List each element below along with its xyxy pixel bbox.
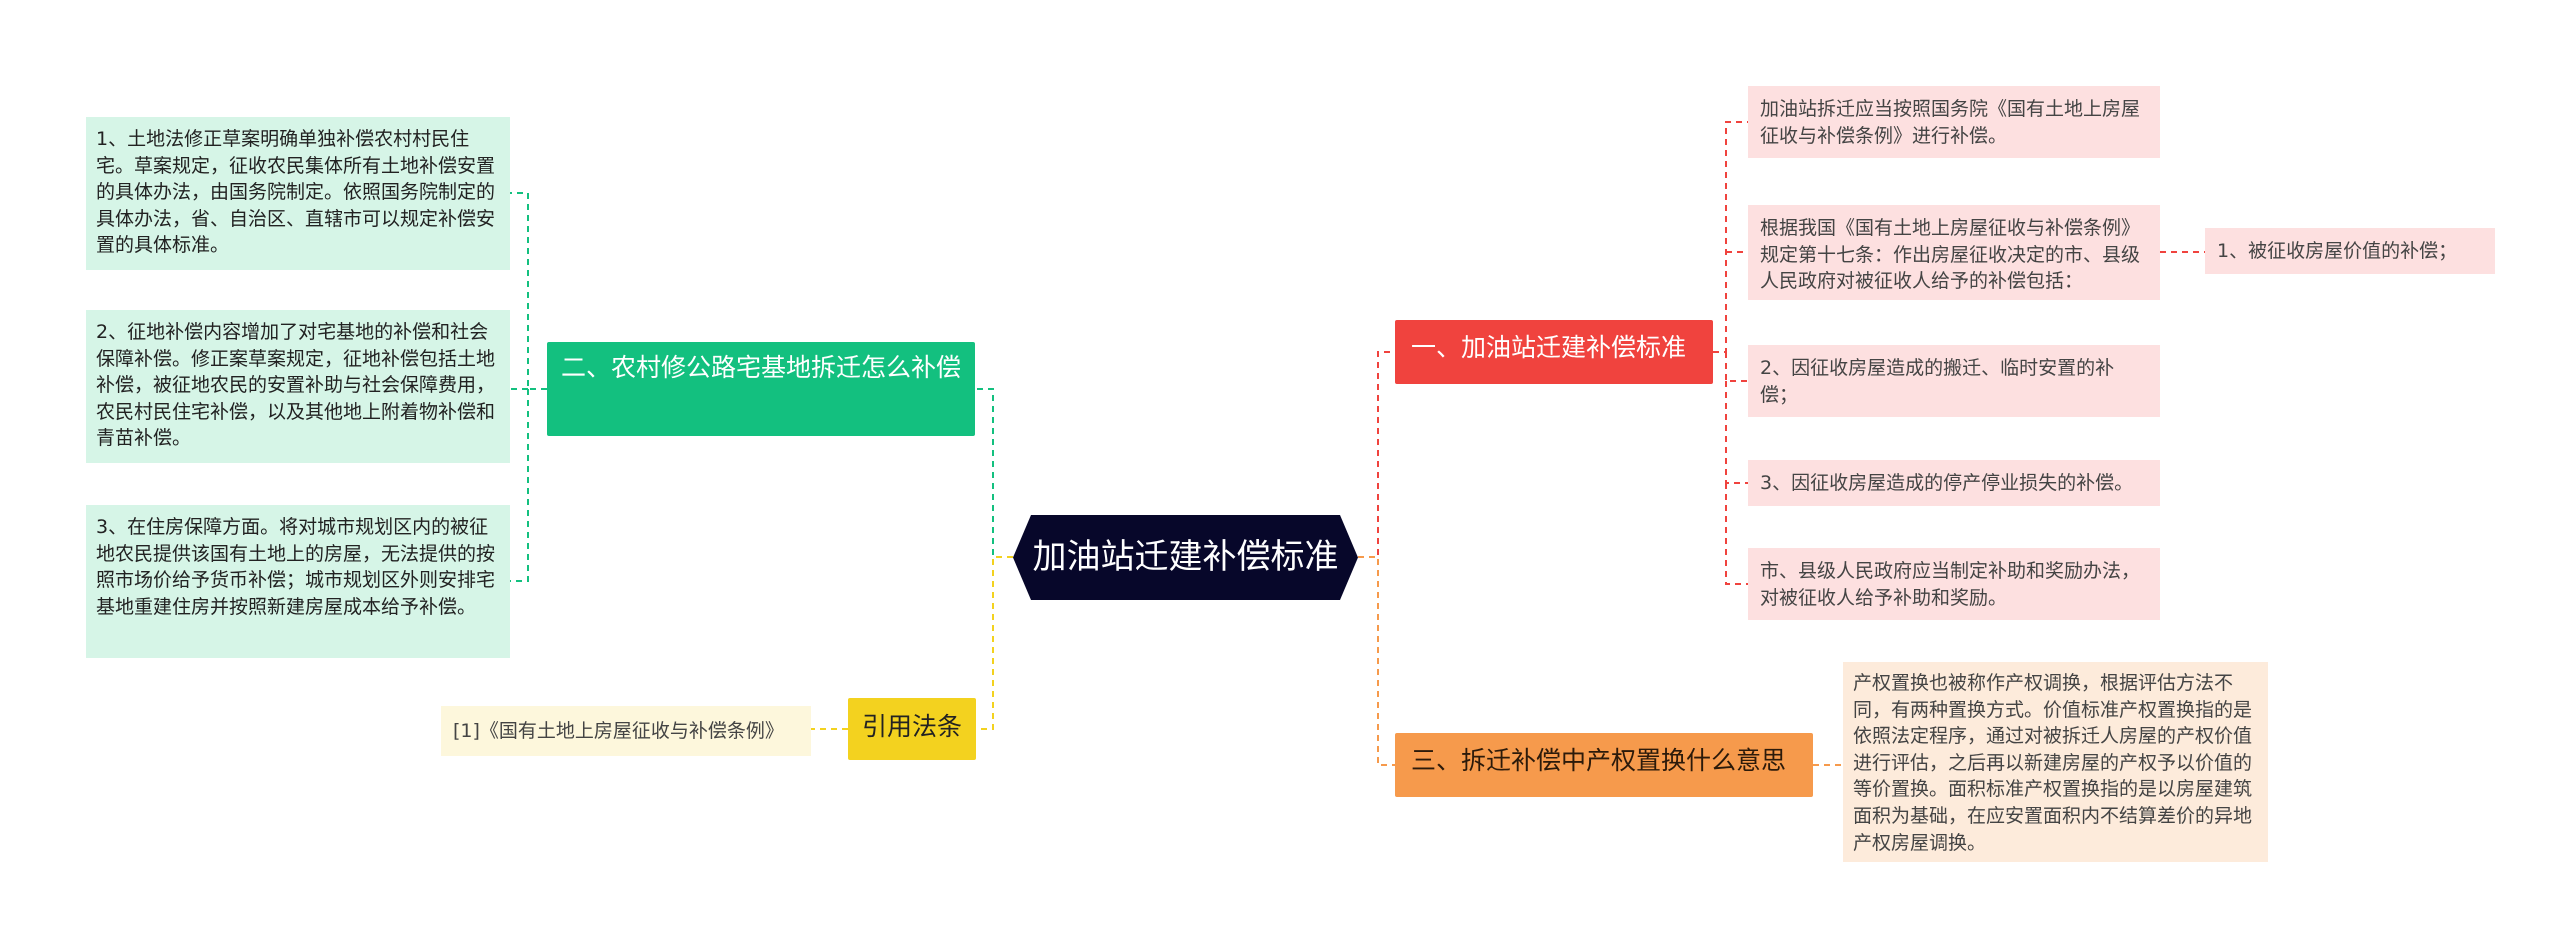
leaf-node-b1-3[interactable]: 2、因征收房屋造成的搬迁、临时安置的补偿； [1748,345,2160,417]
leaf-node-b2-3[interactable]: 3、在住房保障方面。将对城市规划区内的被征地农民提供该国有土地上的房屋，无法提供… [86,505,510,658]
leaf-node-b1-2-1[interactable]: 1、被征收房屋价值的补偿； [2205,228,2495,274]
branch-label: 引用法条 [862,712,963,741]
branch-label: 一、加油站迁建补偿标准 [1411,333,1687,362]
leaf-text: 产权置换也被称作产权调换，根据评估方法不同，有两种置换方式。价值标准产权置换指的… [1853,672,2253,854]
branch-node-citations[interactable]: 引用法条 [848,698,976,760]
link-b1-4 [1725,381,1748,484]
root-label: 加油站迁建补偿标准 [1032,536,1339,577]
link-root-b2 [975,388,1013,558]
leaf-text: 2、因征收房屋造成的搬迁、临时安置的补偿； [1760,357,2115,406]
root-node[interactable]: 加油站迁建补偿标准 [1013,515,1358,600]
link-b2-1 [510,192,547,390]
branch-node-property-exchange[interactable]: 三、拆迁补偿中产权置换什么意思 [1395,733,1813,797]
leaf-node-b1-2[interactable]: 根据我国《国有土地上房屋征收与补偿条例》规定第十七条：作出房屋征收决定的市、县级… [1748,205,2160,300]
leaf-node-b4-1[interactable]: [1]《国有土地上房屋征收与补偿条例》 [441,706,811,756]
leaf-text: 1、土地法修正草案明确单独补偿农村村民住宅。草案规定，征收农民集体所有土地补偿安… [96,128,496,257]
link-b1-5 [1725,483,1748,585]
branch-label: 三、拆迁补偿中产权置换什么意思 [1411,746,1787,775]
leaf-text: [1]《国有土地上房屋征收与补偿条例》 [453,720,784,742]
leaf-text: 加油站拆迁应当按照国务院《国有土地上房屋征收与补偿条例》进行补偿。 [1760,98,2141,147]
leaf-node-b1-4[interactable]: 3、因征收房屋造成的停产停业损失的补偿。 [1748,460,2160,506]
leaf-node-b2-2[interactable]: 2、征地补偿内容增加了对宅基地的补偿和社会保障补偿。修正案草案规定，征地补偿包括… [86,310,510,463]
leaf-node-b1-5[interactable]: 市、县级人民政府应当制定补助和奖励办法，对被征收人给予补助和奖励。 [1748,548,2160,620]
leaf-text: 3、在住房保障方面。将对城市规划区内的被征地农民提供该国有土地上的房屋，无法提供… [96,516,496,618]
leaf-node-b1-1[interactable]: 加油站拆迁应当按照国务院《国有土地上房屋征收与补偿条例》进行补偿。 [1748,86,2160,158]
branch-node-compensation-standard[interactable]: 一、加油站迁建补偿标准 [1395,320,1713,384]
leaf-text: 根据我国《国有土地上房屋征收与补偿条例》规定第十七条：作出房屋征收决定的市、县级… [1760,217,2141,293]
link-b1-1 [1713,121,1748,353]
link-root-b1 [1358,351,1395,558]
leaf-text: 2、征地补偿内容增加了对宅基地的补偿和社会保障补偿。修正案草案规定，征地补偿包括… [96,321,496,450]
link-root-b3 [1358,556,1395,766]
link-root-b4 [976,556,1013,730]
branch-node-rural-road-demolition[interactable]: 二、农村修公路宅基地拆迁怎么补偿 [547,342,975,436]
link-b2-3 [510,389,529,582]
leaf-text: 市、县级人民政府应当制定补助和奖励办法，对被征收人给予补助和奖励。 [1760,560,2141,609]
leaf-node-b3-1[interactable]: 产权置换也被称作产权调换，根据评估方法不同，有两种置换方式。价值标准产权置换指的… [1843,662,2268,862]
leaf-text: 1、被征收房屋价值的补偿； [2217,240,2458,262]
link-b1-3 [1725,352,1748,382]
leaf-text: 3、因征收房屋造成的停产停业损失的补偿。 [1760,472,2134,494]
branch-label: 二、农村修公路宅基地拆迁怎么补偿 [561,353,962,382]
leaf-node-b2-1[interactable]: 1、土地法修正草案明确单独补偿农村村民住宅。草案规定，征收农民集体所有土地补偿安… [86,117,510,270]
